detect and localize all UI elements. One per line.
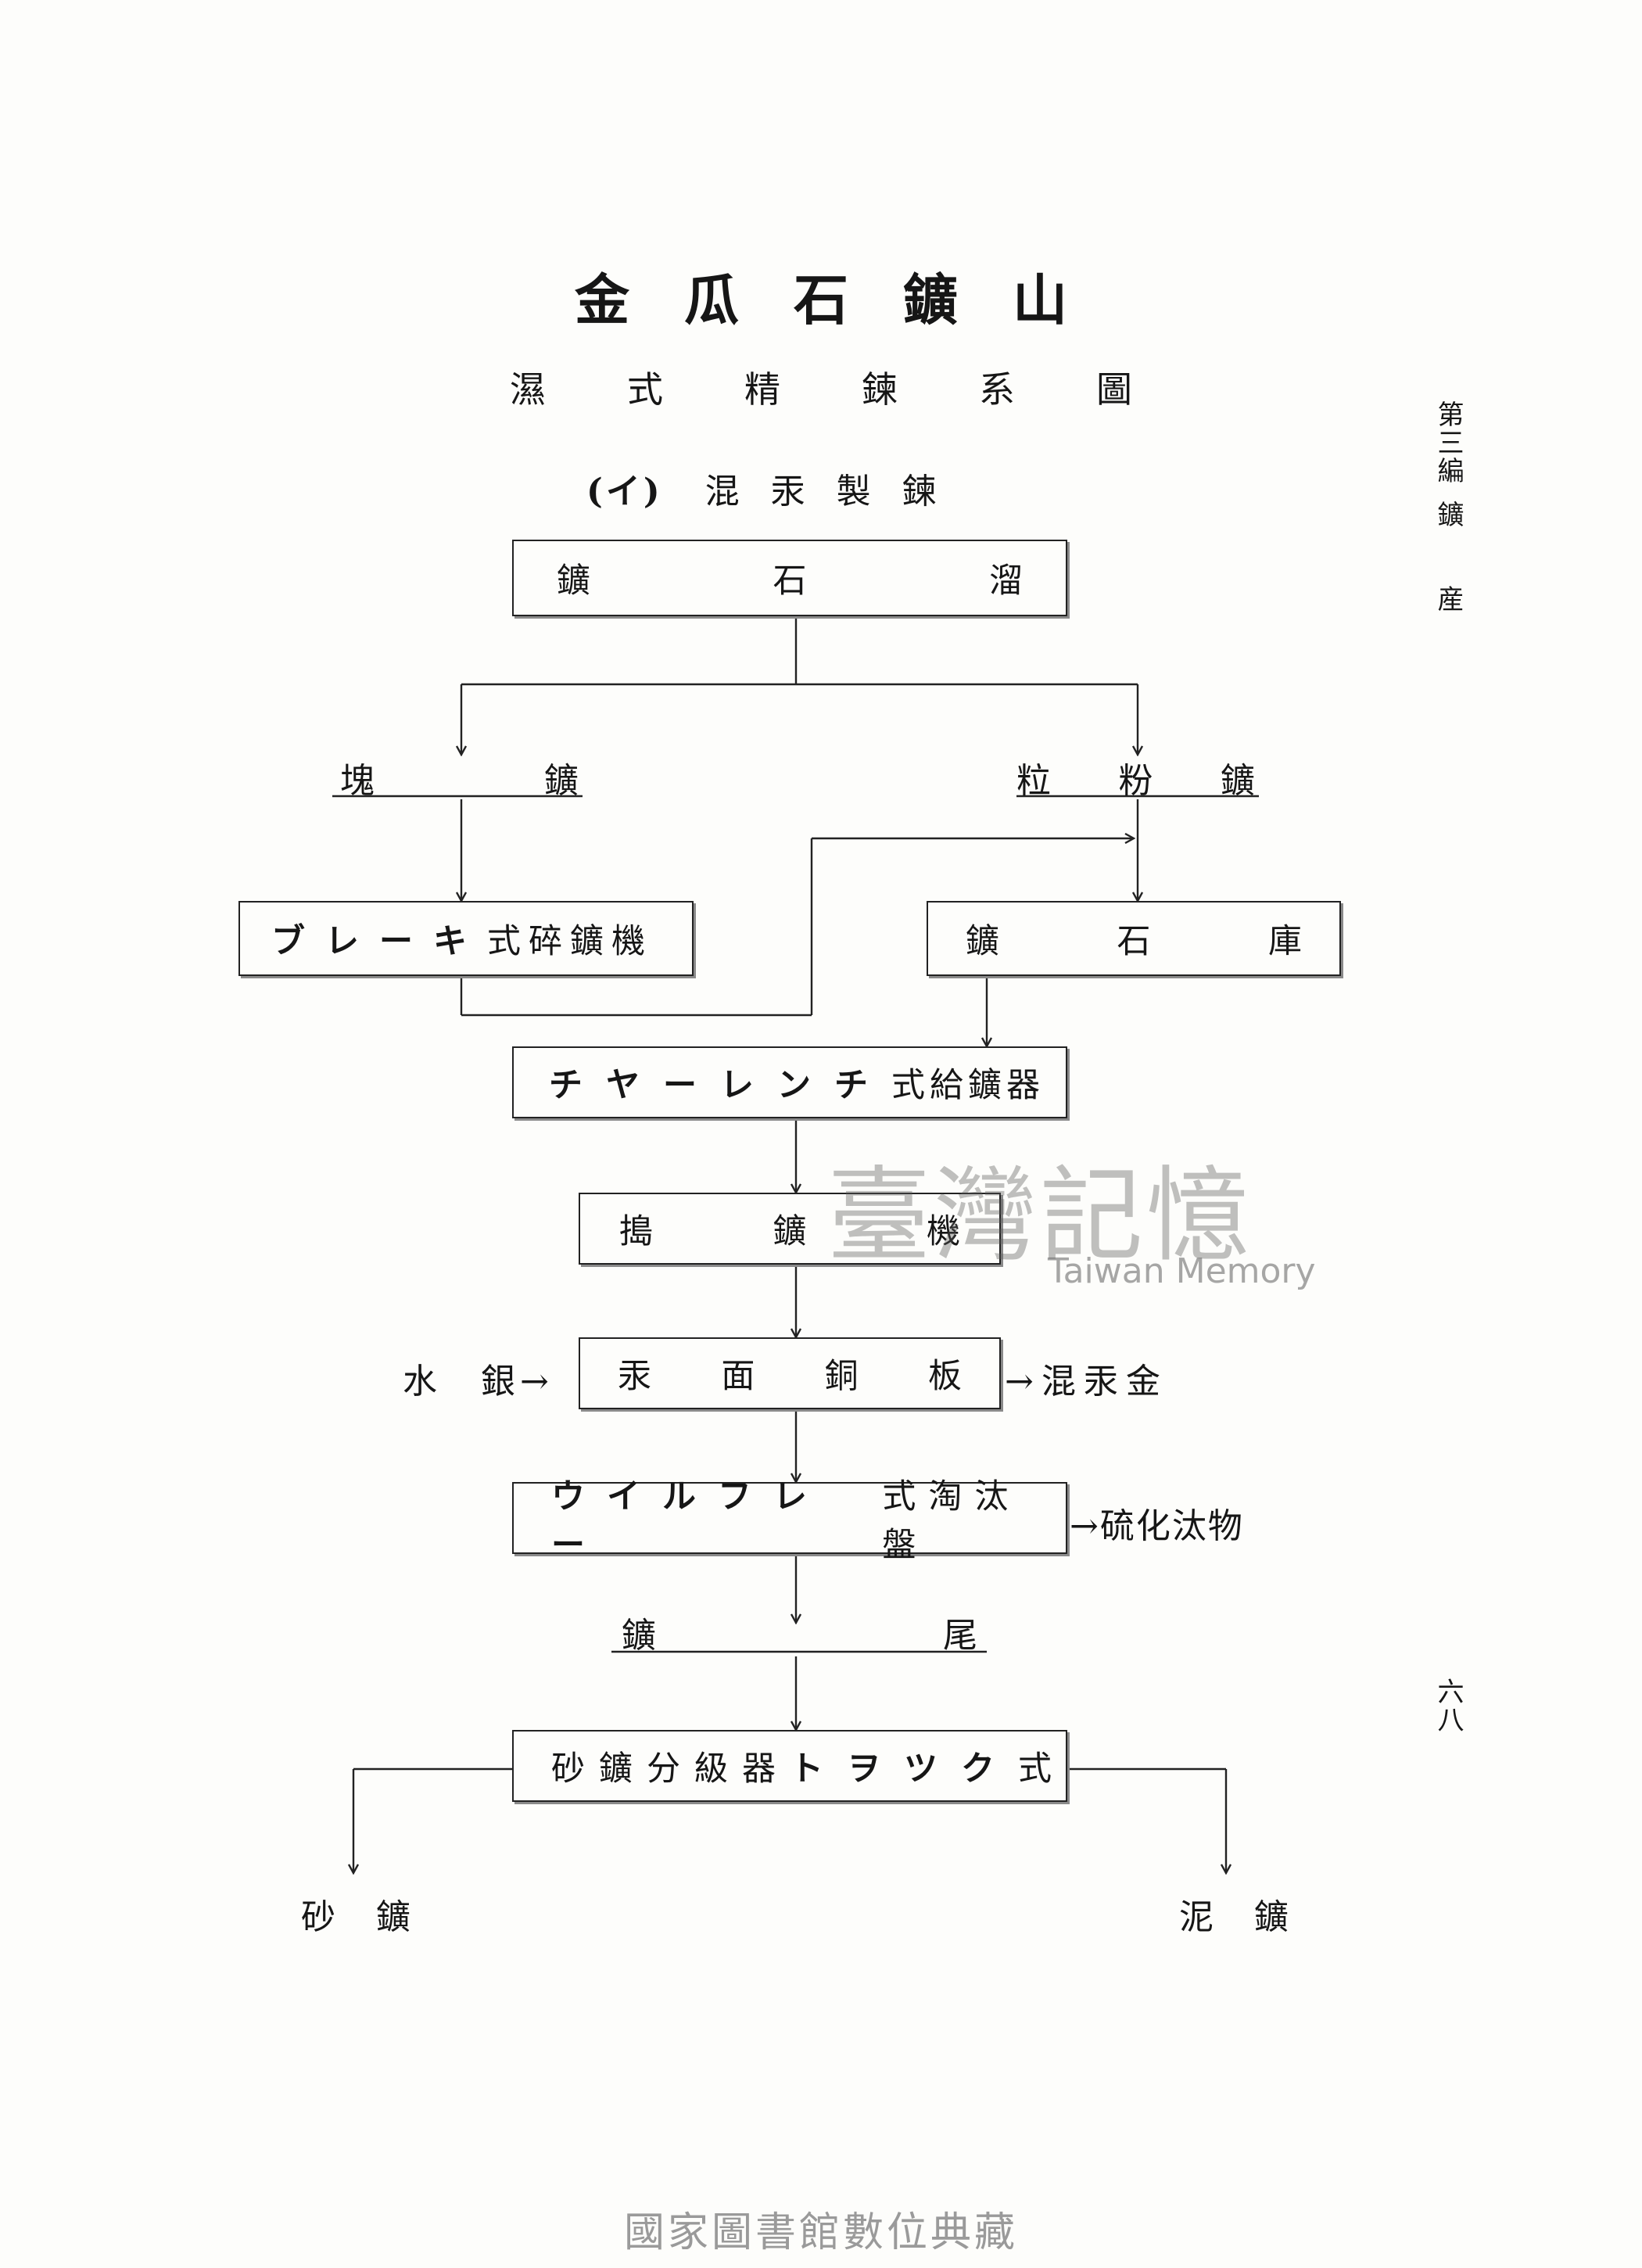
node-amalgam-plate-char-1: 汞 xyxy=(618,1357,651,1396)
node-amalgam-plate: 汞 面 銅 板 xyxy=(579,1337,1001,1409)
label-amalgam-gold-output: →混汞金 xyxy=(1005,1362,1168,1401)
margin-page-number: 六八 xyxy=(1432,1678,1464,1734)
node-crusher: ブレーキ 式碎鑛機 xyxy=(238,901,694,976)
section-marker: (イ) xyxy=(586,472,663,511)
diagram-subtitle: 濕式精鍊系圖 xyxy=(510,368,1214,411)
node-amalgam-plate-char-3: 銅 xyxy=(824,1357,859,1396)
node-slime-ore-char-1: 泥 xyxy=(1179,1897,1214,1937)
node-sand-ore-char-1: 砂 xyxy=(301,1897,335,1937)
node-slime-ore-char-2: 鑛 xyxy=(1254,1897,1289,1937)
node-tailings-char-1: 鑛 xyxy=(622,1616,656,1656)
node-feeder: チヤーレンチ 式給鑛器 xyxy=(512,1046,1067,1118)
node-amalgam-plate-char-2: 面 xyxy=(721,1357,755,1396)
node-feeder-kanji: 式給鑛器 xyxy=(891,1066,1045,1105)
node-ore-bin-char-1: 鑛 xyxy=(966,922,999,961)
label-sulfide-output: →硫化汰物 xyxy=(1070,1506,1244,1546)
node-stamp-mill: 搗 鑛 機 xyxy=(579,1193,1001,1265)
node-lump-ore: 塊 鑛 xyxy=(340,752,579,802)
footer-collection-label: 國家圖書館數位典藏 xyxy=(623,2209,1018,2256)
node-fine-ore: 粒 粉 鑛 xyxy=(1016,752,1255,802)
node-classifier-suffix: 式 xyxy=(1018,1749,1052,1789)
watermark-cjk: 臺灣記憶 xyxy=(827,1156,1253,1276)
node-fine-ore-char-1: 粒 xyxy=(1016,761,1051,801)
node-ore-hopper-char-3: 溜 xyxy=(989,562,1023,601)
node-wilfley-kanji: 式淘汰盤 xyxy=(882,1477,1021,1565)
label-mercury-input: 水 銀→ xyxy=(403,1362,554,1401)
section-heading: (イ) 混汞製鍊 xyxy=(586,463,968,513)
margin-part-label: 第三編 xyxy=(1432,400,1464,485)
node-ore-bin-char-3: 庫 xyxy=(1268,922,1302,961)
node-ore-hopper-char-2: 石 xyxy=(773,562,807,601)
node-lump-ore-char-2: 鑛 xyxy=(544,761,579,801)
page-title: 金瓜石鑛山 xyxy=(575,267,1122,332)
section-heading-text: 混汞製鍊 xyxy=(704,472,968,511)
node-wilfley-kana: ウイルフレー xyxy=(551,1477,829,1565)
node-classifier-kanji: 砂鑛分級器 xyxy=(551,1749,790,1789)
node-classifier: 砂鑛分級器 トヲツク 式 xyxy=(512,1730,1067,1802)
node-slime-ore: 泥 鑛 xyxy=(1179,1889,1289,1939)
node-sand-ore-char-2: 鑛 xyxy=(376,1897,410,1937)
node-feeder-kana: チヤーレンチ xyxy=(549,1066,891,1105)
node-classifier-kana: トヲツク xyxy=(790,1749,1018,1789)
node-ore-hopper: 鑛 石 溜 xyxy=(512,540,1067,616)
node-stamp-mill-char-2: 鑛 xyxy=(773,1212,807,1251)
node-tailings: 鑛 尾 xyxy=(622,1607,977,1657)
node-ore-bin: 鑛 石 庫 xyxy=(927,901,1341,976)
node-wilfley-table: ウイルフレー 式淘汰盤 xyxy=(512,1477,1067,1565)
node-stamp-mill-char-3: 機 xyxy=(927,1212,960,1251)
node-ore-bin-char-2: 石 xyxy=(1117,922,1151,961)
node-fine-ore-char-3: 鑛 xyxy=(1221,761,1255,801)
node-crusher-kanji: 式碎鑛機 xyxy=(487,922,653,961)
node-stamp-mill-char-1: 搗 xyxy=(619,1212,653,1251)
node-fine-ore-char-2: 粉 xyxy=(1118,761,1153,801)
node-amalgam-plate-char-4: 板 xyxy=(927,1357,962,1396)
watermark-en: Taiwan Memory xyxy=(1048,1251,1316,1291)
node-crusher-kana: ブレーキ xyxy=(271,922,487,961)
node-lump-ore-char-1: 塊 xyxy=(340,761,375,801)
node-sand-ore: 砂 鑛 xyxy=(301,1889,410,1939)
node-tailings-char-2: 尾 xyxy=(943,1616,977,1656)
node-ore-hopper-char-1: 鑛 xyxy=(557,562,590,601)
margin-section-label: 鑛 産 xyxy=(1432,501,1464,613)
